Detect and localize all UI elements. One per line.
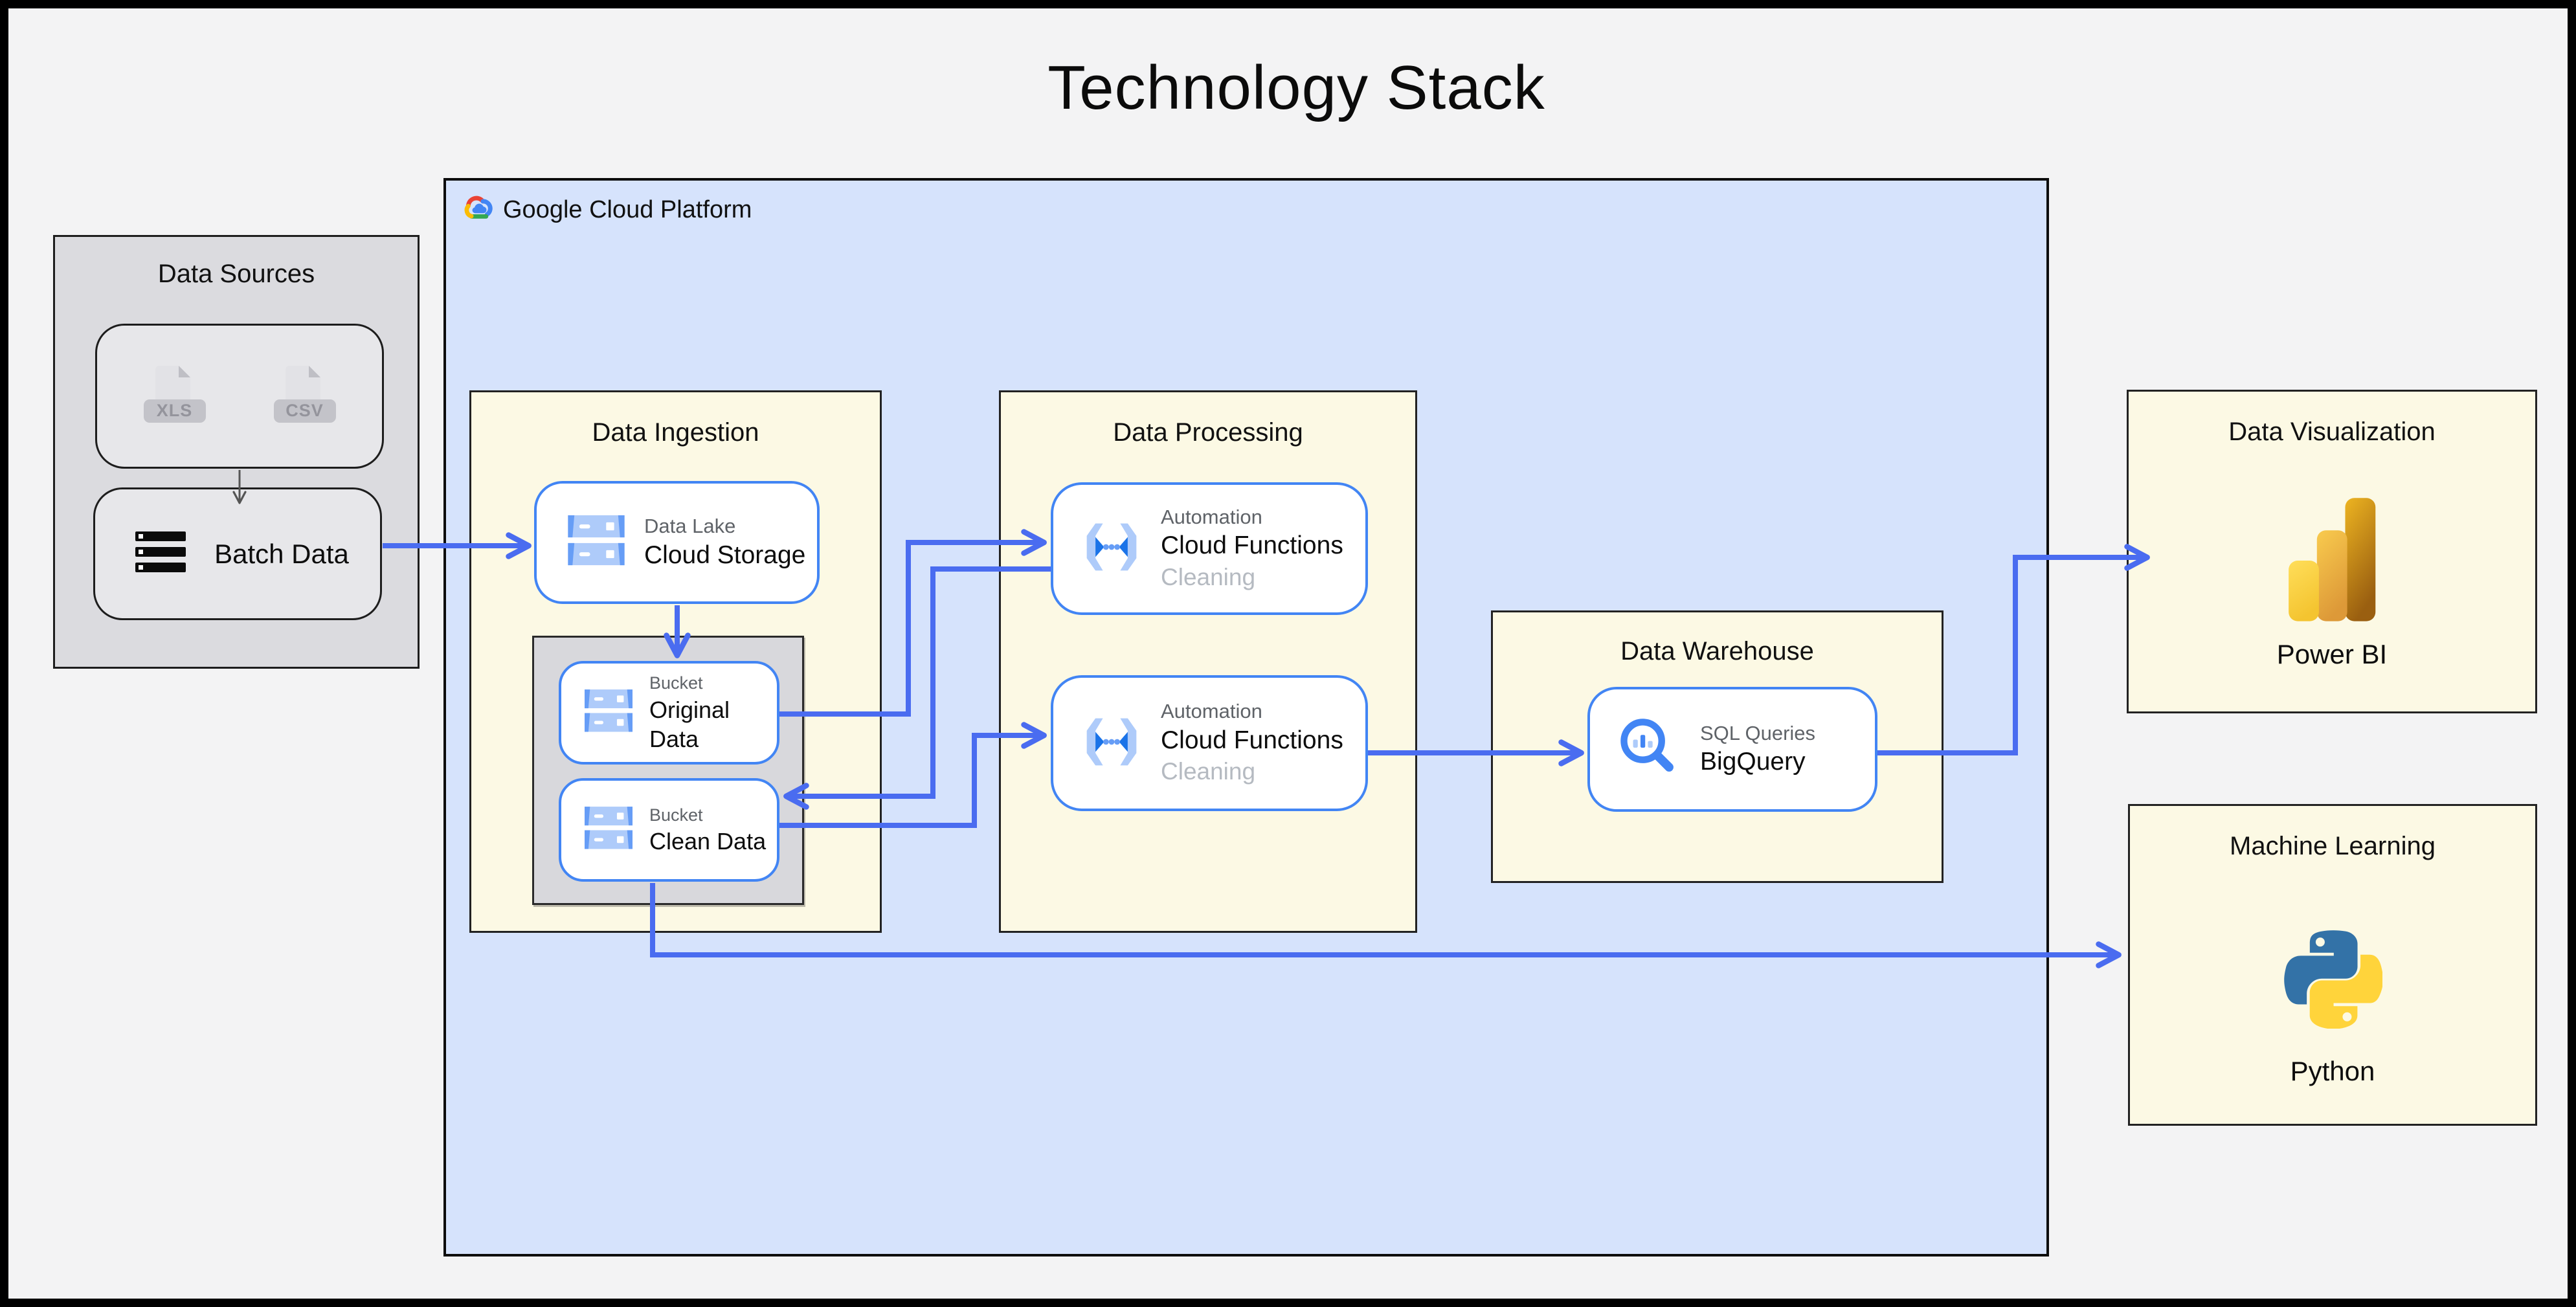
- csv-chip-label: CSV: [273, 399, 336, 423]
- file-icons-row: XLS CSV: [143, 365, 336, 427]
- node-cloud-functions-bottom: Automation Cloud Functions Cleaning: [1051, 675, 1368, 811]
- python-icon: [2284, 929, 2384, 1032]
- group-machine-learning-title: Machine Learning: [2230, 832, 2436, 860]
- group-data-ingestion-title: Data Ingestion: [592, 418, 759, 447]
- node-clean-data: Bucket Clean Data: [559, 778, 779, 882]
- cloud-functions-top-subtitle: Automation: [1161, 505, 1262, 528]
- bucket-icon: [585, 689, 633, 737]
- cloud-storage-subtitle: Data Lake: [644, 515, 736, 538]
- bigquery-icon: [1616, 714, 1683, 785]
- group-data-visualization: Data Visualization Pow: [2127, 390, 2537, 713]
- cloud-functions-top-label: Cloud Functions: [1161, 531, 1343, 560]
- node-bigquery: SQL Queries BigQuery: [1587, 687, 1877, 812]
- node-cloud-functions-top: Automation Cloud Functions Cleaning: [1051, 482, 1368, 615]
- group-data-processing-title: Data Processing: [1113, 418, 1303, 447]
- xls-file-icon: XLS: [143, 365, 206, 427]
- group-data-processing: Data Processing: [999, 390, 1417, 933]
- node-original-data: Bucket Original Data: [559, 661, 779, 765]
- csv-file-icon: CSV: [273, 365, 336, 427]
- cloud-functions-bottom-label: Cloud Functions: [1161, 726, 1343, 754]
- node-source-files: XLS CSV: [95, 324, 384, 469]
- power-bi-label: Power BI: [2276, 639, 2388, 669]
- group-data-warehouse-title: Data Warehouse: [1620, 637, 1814, 665]
- google-cloud-logo-icon: [462, 195, 494, 225]
- xls-chip-label: XLS: [143, 399, 206, 423]
- node-batch-data: Batch Data: [93, 487, 382, 620]
- node-cloud-storage: Data Lake Cloud Storage: [534, 481, 820, 604]
- bucket-icon: [585, 806, 633, 854]
- bigquery-subtitle: SQL Queries: [1700, 721, 1816, 744]
- group-data-visualization-title: Data Visualization: [2228, 418, 2436, 446]
- power-bi-icon: [2287, 492, 2388, 632]
- cloud-functions-bottom-subtitle: Automation: [1161, 700, 1262, 723]
- cloud-storage-icon: [568, 515, 625, 570]
- clean-data-label: Clean Data: [649, 828, 767, 855]
- gcp-label: Google Cloud Platform: [503, 196, 752, 223]
- group-machine-learning: Machine Learning Python: [2128, 804, 2537, 1126]
- original-data-label: Original Data: [649, 696, 730, 752]
- cloud-functions-icon: [1081, 517, 1143, 580]
- cloud-functions-top-status: Cleaning: [1161, 563, 1256, 590]
- python-label: Python: [2290, 1056, 2375, 1086]
- group-data-sources-title: Data Sources: [157, 260, 315, 288]
- page-title: Technology Stack: [1047, 53, 1545, 122]
- original-data-subtitle: Bucket: [649, 673, 703, 693]
- cloud-functions-icon: [1081, 712, 1143, 775]
- batch-data-label: Batch Data: [214, 538, 349, 569]
- clean-data-subtitle: Bucket: [649, 805, 703, 825]
- bigquery-label: BigQuery: [1700, 748, 1806, 776]
- server-stack-icon: [126, 531, 186, 576]
- cloud-functions-bottom-status: Cleaning: [1161, 758, 1256, 785]
- cloud-storage-label: Cloud Storage: [644, 541, 806, 569]
